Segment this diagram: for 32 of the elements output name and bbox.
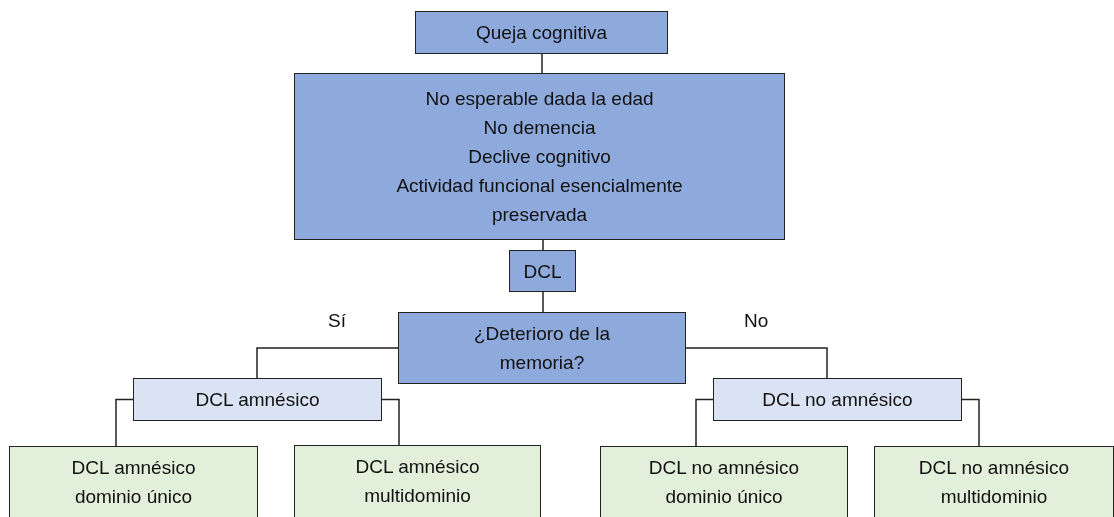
node-text: DCL amnésico (195, 388, 320, 412)
connector-line (685, 347, 828, 379)
category-box (133, 378, 382, 421)
node-text: No demencia (483, 116, 596, 140)
process-box (398, 312, 686, 384)
connector-line (695, 398, 714, 447)
process-box (294, 73, 785, 240)
node-text: DCL no amnésico dominio único (647, 456, 801, 509)
node-text: Queja cognitiva (476, 21, 607, 45)
process-box (415, 11, 668, 54)
category-box (713, 378, 962, 421)
connector-line (541, 53, 543, 74)
connector-line (542, 239, 544, 251)
connector-line (381, 398, 400, 446)
outcome-box (600, 446, 848, 517)
node-text: Actividad funcional esencialmente preservada (395, 174, 684, 227)
connector-line (256, 347, 399, 379)
node-text: DCL (523, 259, 562, 284)
node-text: ¿Deterioro de la memoria? (472, 322, 612, 375)
node-text: DCL amnésico multidominio (354, 455, 481, 508)
outcome-box (294, 445, 541, 517)
process-box (509, 250, 576, 292)
outcome-box (874, 446, 1114, 517)
node-text: No esperable dada la edad (425, 87, 654, 111)
node-text: DCL amnésico dominio único (70, 456, 197, 509)
outcome-box (9, 446, 258, 517)
node-text: DCL no amnésico (762, 388, 913, 412)
connector-line (115, 398, 134, 447)
node-text: Declive cognitivo (468, 145, 611, 169)
node-text: DCL no amnésico multidominio (917, 456, 1071, 509)
connector-line (542, 291, 544, 313)
connector-line (961, 398, 980, 447)
